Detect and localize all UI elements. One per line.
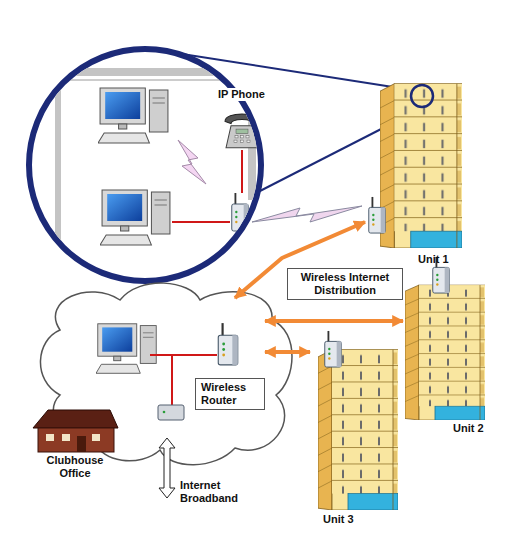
network-illustration (225, 114, 259, 148)
network-illustration (55, 76, 61, 290)
network-illustration (369, 197, 386, 233)
network-illustration (77, 436, 86, 452)
network-illustration (29, 49, 261, 281)
wireless-link (265, 350, 310, 354)
network-illustration (218, 323, 238, 365)
network-illustration (62, 434, 70, 441)
zoom-target-circle (411, 85, 433, 107)
router-node: Wireless Router (195, 298, 265, 410)
broadband-arrow (159, 438, 175, 498)
network-illustration (40, 72, 259, 290)
network-illustration (163, 411, 166, 414)
network-illustration (178, 140, 206, 184)
network-illustration (46, 434, 54, 441)
network-illustration (100, 190, 170, 245)
wireless-signal (252, 206, 362, 222)
text-label: Clubhouse Office (38, 454, 112, 480)
network-illustration (40, 283, 292, 465)
network-illustration (62, 80, 246, 81)
zoom-circle (29, 49, 261, 290)
network-illustration (98, 88, 168, 143)
node-label: Wireless Router (195, 378, 265, 410)
cloud (40, 283, 292, 465)
text-label: IP Phone (216, 88, 267, 101)
network-illustration (241, 150, 243, 193)
node-label: Unit 2 (453, 422, 484, 435)
network-illustration (92, 434, 100, 441)
network-illustration (172, 221, 230, 223)
network-illustration (325, 331, 342, 367)
building-unit: Unit 2 (403, 255, 493, 437)
node-label: Wireless Internet Distribution (293, 271, 397, 297)
network-illustration (158, 405, 184, 420)
label-box: Wireless Internet Distribution (287, 268, 403, 300)
node-label: Unit 1 (418, 253, 449, 266)
network-illustration (33, 410, 118, 428)
network-illustration (96, 324, 156, 374)
network-illustration (405, 285, 485, 420)
node-label: Unit 3 (323, 513, 354, 526)
network-illustration (40, 72, 252, 290)
network-illustration (318, 350, 398, 510)
network-illustration (38, 428, 114, 452)
text-label: Internet Broadband (180, 479, 258, 505)
network-illustration (380, 84, 462, 248)
clubhouse-icon (33, 410, 118, 452)
wireless-link (265, 319, 403, 323)
network-illustration (232, 193, 249, 231)
building-unit: Unit 1 (365, 70, 465, 268)
building-unit: Unit 3 (310, 330, 400, 528)
